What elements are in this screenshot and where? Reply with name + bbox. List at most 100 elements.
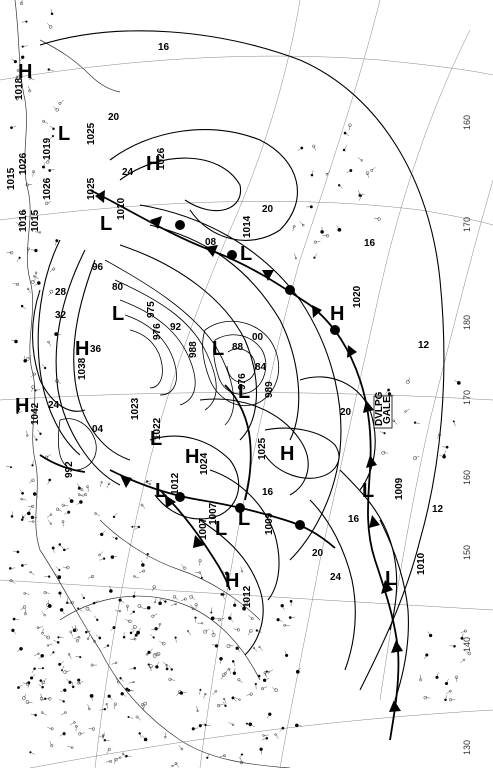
wind-barb (296, 725, 302, 727)
wind-barb (379, 431, 385, 434)
wind-barb (250, 724, 255, 728)
wind-barb (12, 283, 18, 285)
isobar-label: 32 (55, 310, 67, 321)
wind-barb (168, 665, 172, 670)
pressure-label: 1015 (6, 167, 17, 190)
wind-barb (104, 740, 110, 742)
wind-barb (78, 681, 84, 684)
station-plot (102, 734, 105, 737)
wind-barb (38, 655, 43, 660)
pressure-label: 975 (146, 301, 157, 318)
station-plot (70, 600, 75, 605)
wind-barb (139, 570, 144, 574)
station-plot (121, 752, 125, 756)
high-center-marker: H (280, 443, 294, 465)
station-plot (128, 619, 132, 624)
wind-barb (149, 634, 154, 638)
wind-barb (60, 690, 65, 693)
wind-barb (248, 630, 251, 636)
wind-barb (32, 171, 34, 177)
wind-barb (67, 745, 73, 748)
wind-barb (77, 483, 80, 489)
wind-barb (282, 605, 285, 611)
station-plot (46, 160, 50, 164)
isobar-label: 04 (92, 424, 104, 435)
longitude-label: 160 (462, 115, 472, 130)
station-plot (32, 275, 36, 278)
wind-barb (87, 704, 90, 710)
wind-barb (80, 494, 86, 496)
wind-barb (53, 547, 55, 553)
wind-barb (28, 480, 34, 484)
wind-barb (41, 363, 46, 369)
wind-barb (59, 699, 64, 702)
station-plot (152, 653, 157, 658)
wind-barb (56, 333, 62, 335)
wind-barb (10, 580, 16, 584)
station-plot (172, 595, 176, 599)
station-plot (115, 661, 118, 664)
wind-barb (34, 282, 39, 286)
station-plot (31, 478, 35, 482)
wind-barb (407, 377, 411, 382)
longitude-label: 130 (462, 740, 472, 755)
pressure-label: 1042 (30, 402, 41, 425)
wind-barb (22, 682, 28, 685)
wind-barb (207, 753, 210, 758)
wind-barb (47, 727, 53, 729)
wind-barb (64, 512, 69, 515)
wind-barb (359, 195, 362, 201)
wind-barb (114, 704, 116, 710)
isobar-label: 36 (90, 344, 102, 355)
longitude-label: 160 (462, 470, 472, 485)
wind-barb (59, 100, 64, 104)
wind-barb (219, 755, 225, 757)
station-plot (203, 629, 208, 634)
station-plot (252, 647, 255, 650)
wind-barb (56, 380, 62, 384)
station-plot (28, 76, 32, 80)
wind-barb (122, 693, 127, 697)
central-pressure-labels: 1018 1015 1026 1019 1025 1016 1015 1026 … (6, 77, 427, 608)
wind-barb (112, 555, 118, 558)
wind-barb (212, 629, 214, 635)
station-plot (86, 485, 89, 489)
station-plot (49, 522, 52, 525)
pressure-label: 1015 (30, 209, 41, 232)
station-plot (302, 223, 305, 227)
isobar-label: 92 (170, 322, 182, 333)
wind-barb (21, 0, 23, 4)
wind-barb (223, 594, 225, 600)
wind-barb (419, 674, 421, 680)
wind-barb (200, 723, 205, 726)
wind-barb (31, 387, 34, 392)
isobar-label: 16 (262, 487, 274, 498)
wind-barb (246, 694, 252, 696)
longitude-label: 150 (462, 545, 472, 560)
wind-barb (444, 450, 446, 456)
warning-line2: GALE (382, 396, 393, 424)
wind-barb (22, 564, 28, 566)
pressure-label: 1026 (42, 177, 53, 200)
station-plot (263, 671, 267, 675)
wind-barb (240, 605, 245, 609)
wind-barb (65, 670, 70, 673)
wind-barb (61, 665, 65, 671)
pressure-label: 1010 (116, 197, 127, 220)
longitude-label: 170 (462, 390, 472, 405)
station-plot (231, 723, 235, 726)
station-plot (70, 746, 74, 749)
wind-barb (465, 650, 470, 654)
wind-barb (91, 695, 93, 701)
wind-barb (113, 512, 118, 518)
station-plot (223, 754, 227, 757)
wind-barb (120, 678, 125, 683)
wind-barb (218, 704, 224, 706)
station-plot (52, 267, 56, 271)
wind-barb (158, 624, 161, 630)
wind-barb (20, 606, 25, 611)
wind-barb (299, 221, 304, 226)
wind-barb (166, 663, 168, 669)
station-plot (174, 762, 178, 765)
wind-barb (259, 646, 263, 651)
